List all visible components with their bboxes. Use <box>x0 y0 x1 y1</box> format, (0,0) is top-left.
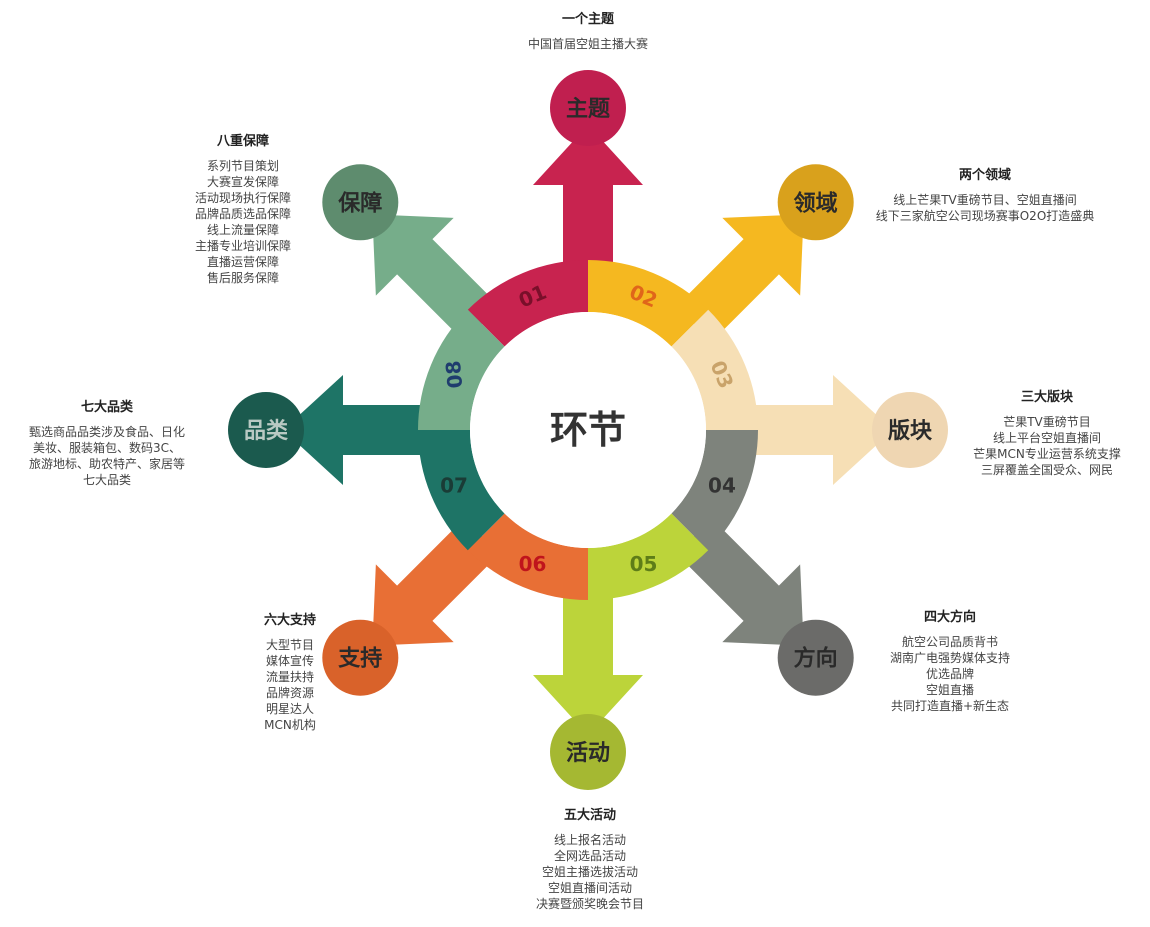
info-line: 芒果TV重磅节目 <box>1003 415 1091 429</box>
arrow-3 <box>738 375 893 485</box>
segment-number: 05 <box>630 552 658 576</box>
node-label: 品类 <box>244 419 289 444</box>
node-circle-2 <box>777 164 854 241</box>
info-line: 主播专业培训保障 <box>194 239 291 253</box>
info-line: 明星达人 <box>265 702 314 716</box>
info-line: 共同打造直播+新生态 <box>890 699 1010 713</box>
info-block-7: 七大品类甄选商品品类涉及食品、日化美妆、服装箱包、数码3C、旅游地标、助农特产、… <box>0 400 267 488</box>
info-line: 湖南广电强势媒体支持 <box>889 651 1010 665</box>
node-label: 方向 <box>794 646 838 672</box>
info-title: 一个主题 <box>561 12 614 27</box>
arrow-5 <box>533 580 643 735</box>
info-line: 决赛暨颁奖晚会节目 <box>535 897 644 911</box>
info-line: 旅游地标、助农特产、家居等 <box>28 457 185 471</box>
info-block-1: 一个主题中国首届空姐主播大赛 <box>428 12 748 52</box>
node-circle-3 <box>872 392 948 468</box>
info-title: 七大品类 <box>80 400 133 415</box>
info-block-5: 五大活动线上报名活动全网选品活动空姐主播选拔活动空姐直播间活动决赛暨颁奖晚会节目 <box>430 808 750 912</box>
ring-segment-07 <box>418 430 505 551</box>
info-line: 直播运营保障 <box>206 255 279 269</box>
segment-number: 04 <box>708 473 736 497</box>
info-line: 空姐直播 <box>925 683 974 697</box>
info-line: 线上芒果TV重磅节目、空姐直播间 <box>893 193 1077 207</box>
node-circle-5 <box>550 714 626 790</box>
segment-number: 06 <box>519 552 547 576</box>
node-circle-8 <box>322 164 399 241</box>
arrow-7 <box>283 375 438 485</box>
info-line: 空姐主播选拔活动 <box>541 865 638 879</box>
ring-segment-06 <box>467 513 588 600</box>
info-title: 三大版块 <box>1020 390 1073 405</box>
node-label: 活动 <box>566 741 610 766</box>
info-title: 五大活动 <box>563 808 616 823</box>
info-title: 八重保障 <box>216 134 269 149</box>
info-line: 线上流量保障 <box>206 223 279 237</box>
info-line: 空姐直播间活动 <box>547 881 632 895</box>
segment-number: 08 <box>441 360 467 390</box>
ring-segment-03 <box>671 309 758 430</box>
node-label: 支持 <box>338 647 382 672</box>
center-label: 环节 <box>550 408 626 452</box>
ring-segment-04 <box>671 430 758 551</box>
info-line: MCN机构 <box>264 718 316 732</box>
arrow-1 <box>533 125 643 280</box>
info-line: 线下三家航空公司现场赛事O2O打造盛典 <box>875 209 1095 223</box>
info-line: 三屏覆盖全国受众、网民 <box>980 463 1113 477</box>
info-line: 售后服务保障 <box>206 271 279 285</box>
info-line: 优选品牌 <box>925 667 974 681</box>
info-line: 大赛宣发保障 <box>206 175 279 189</box>
info-block-4: 四大方向航空公司品质背书湖南广电强势媒体支持优选品牌空姐直播共同打造直播+新生态 <box>790 610 1110 714</box>
info-title: 六大支持 <box>263 613 316 628</box>
node-circle-6 <box>322 619 399 696</box>
info-line: 大型节目 <box>265 638 314 652</box>
info-title: 两个领域 <box>958 168 1011 183</box>
ring-segment-02 <box>588 260 709 347</box>
info-line: 全网选品活动 <box>553 849 626 863</box>
info-line: 甄选商品品类涉及食品、日化 <box>28 425 185 439</box>
node-label: 领域 <box>794 190 838 216</box>
info-line: 航空公司品质背书 <box>901 635 998 649</box>
node-label: 主题 <box>566 97 611 122</box>
info-title: 四大方向 <box>923 610 976 625</box>
ring-segment-01 <box>467 260 588 347</box>
segment-number: 07 <box>440 473 468 497</box>
ring-segment-08 <box>418 309 505 430</box>
node-circle-4 <box>777 619 854 696</box>
node-label: 保障 <box>337 190 382 216</box>
info-block-2: 两个领域线上芒果TV重磅节目、空姐直播间线下三家航空公司现场赛事O2O打造盛典 <box>825 168 1145 224</box>
info-block-3: 三大版块芒果TV重磅节目线上平台空姐直播间芒果MCN专业运营系统支撑三屏覆盖全国… <box>887 390 1150 478</box>
info-line: 流量扶持 <box>265 670 314 684</box>
node-circle-7 <box>228 392 304 468</box>
info-line: 活动现场执行保障 <box>194 191 291 205</box>
center-circle <box>470 312 706 548</box>
info-line: 媒体宣传 <box>265 654 314 668</box>
info-line: 品牌资源 <box>265 686 314 700</box>
info-block-8: 八重保障系列节目策划大赛宣发保障活动现场执行保障品牌品质选品保障线上流量保障主播… <box>83 134 403 286</box>
node-circle-1 <box>550 70 626 146</box>
info-line: 线上平台空姐直播间 <box>992 431 1101 445</box>
info-line: 线上报名活动 <box>553 833 626 847</box>
info-block-6: 六大支持大型节目媒体宣传流量扶持品牌资源明星达人 MCN机构 <box>130 613 450 733</box>
info-line: 美妆、服装箱包、数码3C、 <box>32 441 181 455</box>
info-line: 芒果MCN专业运营系统支撑 <box>973 447 1121 461</box>
node-label: 版块 <box>888 419 933 444</box>
ring-segment-05 <box>588 513 709 600</box>
info-line: 品牌品质选品保障 <box>194 207 291 221</box>
info-line: 七大品类 <box>82 473 131 487</box>
info-line: 系列节目策划 <box>206 159 279 173</box>
info-line: 中国首届空姐主播大赛 <box>527 37 648 51</box>
